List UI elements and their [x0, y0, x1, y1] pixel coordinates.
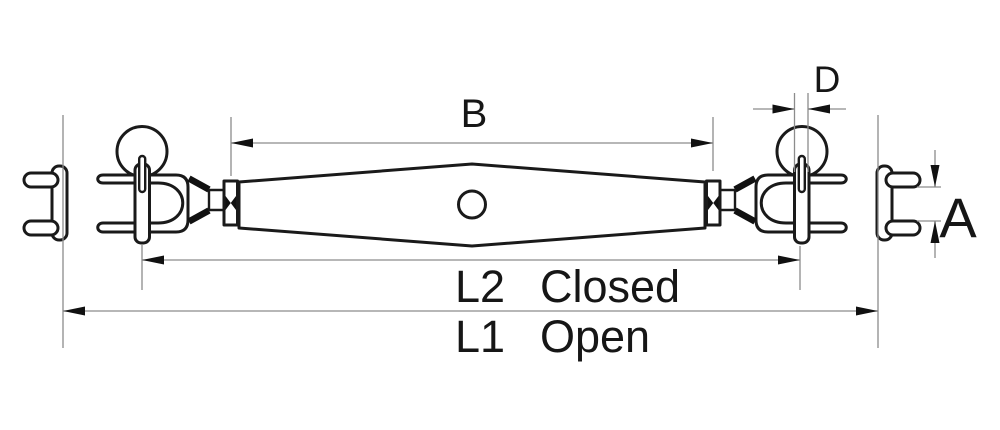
cone-flank-bottom-left [187, 207, 211, 225]
arrowhead-down [930, 165, 940, 187]
threaded-stud-right [718, 188, 737, 212]
dimension-b-label: B [461, 92, 488, 136]
thread-silhouette-right [708, 196, 719, 210]
cone-flank-bottom-right [733, 207, 757, 225]
right-jaw-side-view [875, 164, 922, 242]
body-hole [457, 189, 487, 220]
left-jaw-side-view [22, 164, 69, 242]
right-jaw-assembly [705, 125, 848, 245]
jaw-left [96, 173, 190, 234]
split-pin-right [797, 154, 806, 194]
arrowhead-up [930, 221, 940, 243]
dimension-l2-label: L2 [455, 261, 505, 312]
split-pin-left [137, 154, 147, 194]
cone-flank-top-right [733, 175, 757, 193]
thread-silhouette-left [225, 196, 236, 210]
arrowhead-left [808, 104, 830, 114]
arrowhead-right [856, 306, 878, 316]
arrowhead-left [142, 255, 164, 265]
threaded-stud-left [207, 188, 226, 212]
arrowhead-left [231, 138, 253, 148]
dimension-l2: L2 Closed [141, 245, 801, 312]
left-jaw-assembly [96, 125, 239, 245]
cone-flank-top-left [187, 175, 211, 193]
side-view-jaw-ear-bottom [22, 219, 60, 237]
arrowhead-right [772, 104, 795, 114]
dimension-l1: L1 Open [62, 115, 879, 362]
jaw-right [754, 173, 848, 234]
arrowhead-right [778, 255, 800, 265]
turnbuckle-body [237, 162, 707, 248]
dimension-b: B [230, 92, 714, 176]
dimension-d-label: D [814, 59, 841, 100]
dimension-l1-state: Open [540, 311, 650, 362]
dimension-d: D [753, 59, 846, 172]
dimension-l2-state: Closed [540, 261, 680, 312]
side-view-jaw-ear-top [884, 171, 922, 189]
arrowhead-right [691, 138, 713, 148]
dimension-l1-label: L1 [455, 311, 505, 362]
dimension-a-label: A [939, 186, 977, 249]
dimension-a: A [917, 150, 977, 258]
side-view-jaw-ear-bottom [884, 219, 922, 237]
arrowhead-left [63, 306, 85, 316]
side-view-jaw-ear-top [22, 171, 60, 189]
